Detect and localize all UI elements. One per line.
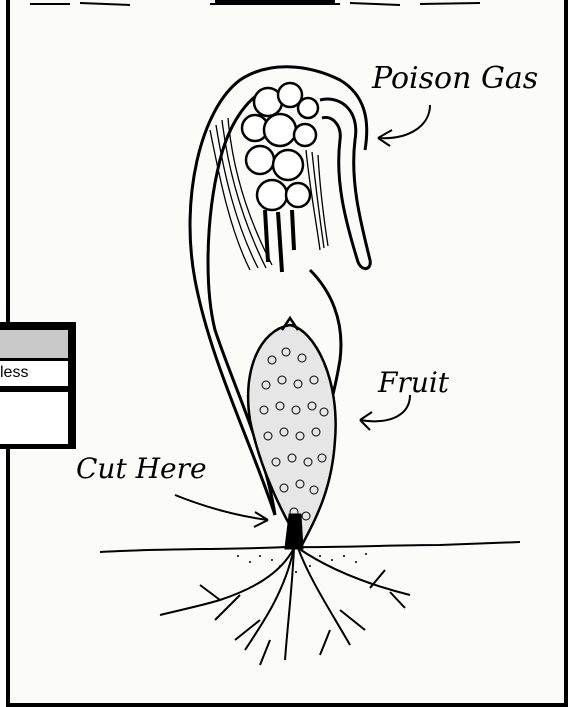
overlay-panel-body <box>0 392 68 444</box>
overlay-panel-row-label: less <box>0 361 28 385</box>
poison-gas-cloud <box>242 83 318 272</box>
frame-right-border <box>564 0 568 707</box>
roots <box>160 548 410 665</box>
overlay-panel-row[interactable]: less <box>0 360 68 386</box>
overlay-panel-header <box>0 330 68 358</box>
ground-line <box>100 542 520 552</box>
label-cut-here: Cut Here <box>76 452 207 485</box>
frame-bottom-border <box>6 703 568 707</box>
plant-illustration: Poison Gas Fruit Cut Here <box>10 0 564 703</box>
fruit <box>248 318 336 545</box>
top-scribble <box>30 2 480 5</box>
label-fruit: Fruit <box>377 366 450 399</box>
cut-here-arrow <box>175 495 268 520</box>
label-poison-gas: Poison Gas <box>371 61 538 96</box>
stem <box>286 515 302 548</box>
